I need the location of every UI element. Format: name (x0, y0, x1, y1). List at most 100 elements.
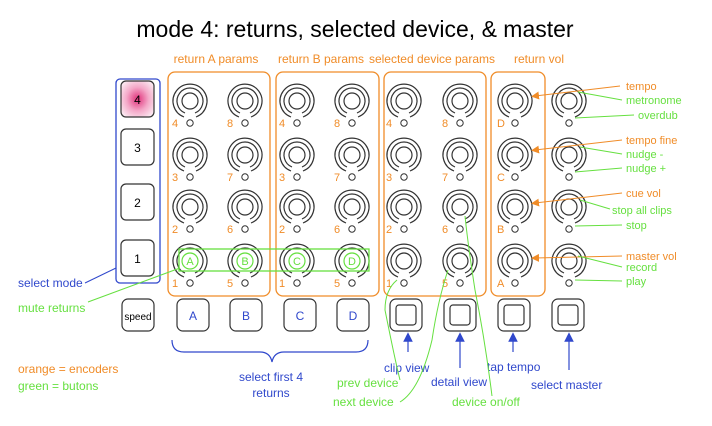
encoder-knob[interactable]: C1 (279, 243, 315, 290)
knob-button-letter: C (293, 256, 301, 268)
metronome-label: metronome (626, 95, 682, 107)
select-first-bracket (171, 339, 369, 363)
bottom-button-9[interactable] (551, 298, 585, 332)
encoder-knob[interactable]: 4 (279, 83, 315, 130)
knob-number: C (497, 172, 505, 184)
encoder-knob[interactable]: 6 (442, 189, 478, 236)
encoder-knob[interactable]: A1 (172, 243, 208, 290)
next-device-label: next device (333, 395, 394, 409)
knob-button-letter: D (348, 256, 356, 268)
knob-number: 6 (442, 224, 448, 236)
play-leader (574, 279, 623, 282)
knob-number: 4 (386, 118, 392, 130)
encoder-knob[interactable]: A (497, 243, 533, 290)
bottom-button-a[interactable]: A (176, 298, 210, 332)
encoder-knob[interactable]: 8 (227, 83, 263, 130)
knob-number: 1 (172, 278, 178, 290)
stop-leader (574, 224, 623, 227)
nudge-minus-label: nudge - (626, 149, 664, 161)
knob-number: 4 (279, 118, 285, 130)
mute-returns-label: mute returns (18, 301, 85, 315)
encoder-knob[interactable]: 7 (334, 137, 370, 184)
encoder-knob[interactable]: 7 (227, 137, 263, 184)
mode-button-4[interactable]: 4 (120, 80, 155, 118)
mode-button-3[interactable]: 3 (120, 128, 155, 166)
knob-number: 3 (386, 172, 392, 184)
bottom-button-b[interactable]: B (229, 298, 263, 332)
group-label-selected-device: selected device params (369, 52, 495, 66)
encoder-knob[interactable]: 3 (279, 137, 315, 184)
encoder-knob[interactable]: D (497, 83, 533, 130)
play-label: play (626, 276, 647, 288)
bottom-button-8[interactable] (497, 298, 531, 332)
encoder-knob[interactable]: B5 (227, 243, 263, 290)
nudge-plus-leader (574, 167, 623, 173)
mode-button-label: 2 (134, 196, 141, 210)
tap-tempo-label: tap tempo (487, 360, 541, 374)
select-first-label-1: select first 4 (239, 370, 303, 384)
encoder-knob[interactable]: 4 (386, 83, 422, 130)
knob-number: 5 (227, 278, 233, 290)
encoder-knob[interactable]: B (497, 189, 533, 236)
knob-number: 5 (442, 278, 448, 290)
overdub-leader (574, 114, 635, 119)
encoder-knob[interactable]: 6 (334, 189, 370, 236)
encoder-knob[interactable]: 1 (386, 243, 422, 290)
bottom-button-speed[interactable]: speed (121, 298, 155, 332)
select-mode-label: select mode (18, 276, 83, 290)
tempo-fine-label: tempo fine (626, 135, 677, 147)
encoder-knob[interactable]: 2 (172, 189, 208, 236)
device-onoff-label: device on/off (452, 395, 520, 409)
encoder-knob[interactable]: 5 (442, 243, 478, 290)
group-frame-return-a (167, 71, 271, 297)
encoder-knob[interactable] (551, 137, 587, 181)
bottom-button-7[interactable] (443, 298, 477, 332)
mode-button-label: 3 (134, 141, 141, 155)
knob-number: 6 (334, 224, 340, 236)
encoder-knob[interactable]: D5 (334, 243, 370, 290)
tempo-fine-leader (531, 139, 623, 154)
knob-number: 8 (334, 118, 340, 130)
encoder-knob[interactable]: C (497, 137, 533, 184)
knob-number: 2 (386, 224, 392, 236)
encoder-knob[interactable]: 3 (386, 137, 422, 184)
page-title: mode 4: returns, selected device, & mast… (136, 16, 574, 42)
knob-number: 5 (334, 278, 340, 290)
stop-all-clips-leader (579, 199, 611, 210)
tempo-label: tempo (626, 81, 657, 93)
encoder-knob[interactable]: 4 (172, 83, 208, 130)
tempo-leader (531, 85, 621, 100)
group-label-return-a: return A params (174, 52, 259, 66)
knob-number: 8 (442, 118, 448, 130)
knob-number: 6 (227, 224, 233, 236)
mode-button-2[interactable]: 2 (120, 183, 155, 221)
knob-number: 3 (172, 172, 178, 184)
bottom-button-d[interactable]: D (336, 298, 370, 332)
select-mode-leader (84, 267, 117, 284)
knob-button-letter: B (241, 256, 248, 268)
encoder-knob[interactable]: 8 (334, 83, 370, 130)
knob-number: 3 (279, 172, 285, 184)
encoder-knob[interactable]: 8 (442, 83, 478, 130)
bottom-button-label: B (242, 309, 250, 323)
encoder-knob[interactable] (551, 83, 587, 127)
prev-device-label: prev device (337, 376, 399, 390)
knob-number: 1 (386, 278, 392, 290)
group-frame-return-vol (490, 71, 546, 297)
encoder-knob[interactable]: 2 (386, 189, 422, 236)
legend-orange: orange = encoders (18, 362, 118, 376)
encoder-knob[interactable]: 3 (172, 137, 208, 184)
mode-button-1[interactable]: 1 (120, 239, 155, 277)
bottom-button-6[interactable] (389, 298, 423, 332)
bottom-button-c[interactable]: C (283, 298, 317, 332)
mode-button-label: 4 (134, 93, 141, 107)
knob-button-letter: A (186, 256, 194, 268)
encoder-knob[interactable]: 2 (279, 189, 315, 236)
device-onoff-leader (464, 215, 493, 397)
select-first-label-2: returns (252, 386, 289, 400)
mute-returns-frame (178, 248, 370, 272)
encoder-knob[interactable]: 6 (227, 189, 263, 236)
encoder-knob[interactable]: 7 (442, 137, 478, 184)
knob-number: 7 (442, 172, 448, 184)
